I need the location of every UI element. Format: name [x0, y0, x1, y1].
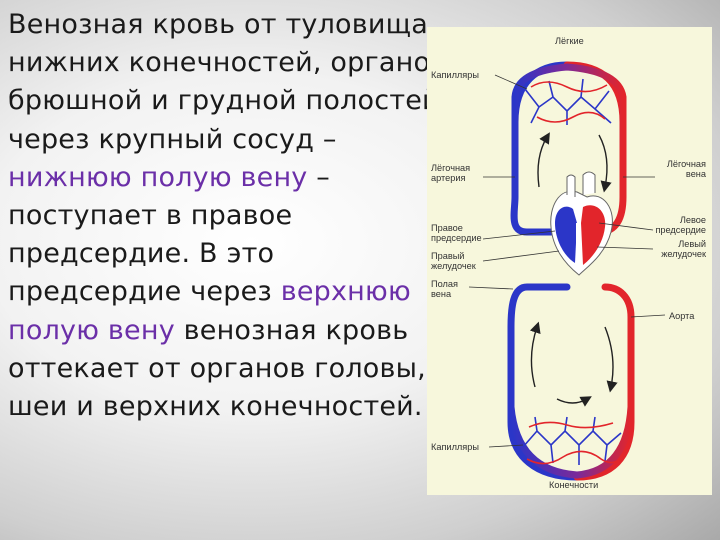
highlight-inferior-vena-cava: нижнюю полую вену [8, 161, 308, 193]
text-part-1: Венозная кровь от туловища, нижних конеч… [8, 9, 447, 155]
lung-capillaries [524, 78, 612, 125]
systemic-circuit [507, 283, 635, 481]
highlight-superior-vena-cava: верхнюю полую вену [8, 276, 411, 346]
label-limbs: Конечности [549, 480, 599, 490]
right-heart [555, 206, 577, 263]
heart [550, 171, 613, 276]
label-lungs: Лёгкие [555, 36, 584, 46]
circulation-drawing [468, 61, 666, 481]
label-aorta: Аорта [669, 311, 695, 321]
label-pointers [468, 74, 666, 448]
text-part-2: – поступает в правое предсердие. В это п… [8, 161, 330, 308]
body-capillaries [522, 416, 624, 465]
label-capillaries-top: Капилляры [431, 70, 479, 80]
text-part-3: венозная кровь оттекает от органов голов… [8, 314, 426, 423]
flow-arrows [529, 132, 618, 407]
label-capillaries-bottom: Капилляры [431, 442, 479, 452]
slide-body-text: Венозная кровь от туловища, нижних конеч… [8, 6, 448, 426]
pulmonary-circuit [510, 61, 627, 236]
left-heart [581, 205, 606, 265]
